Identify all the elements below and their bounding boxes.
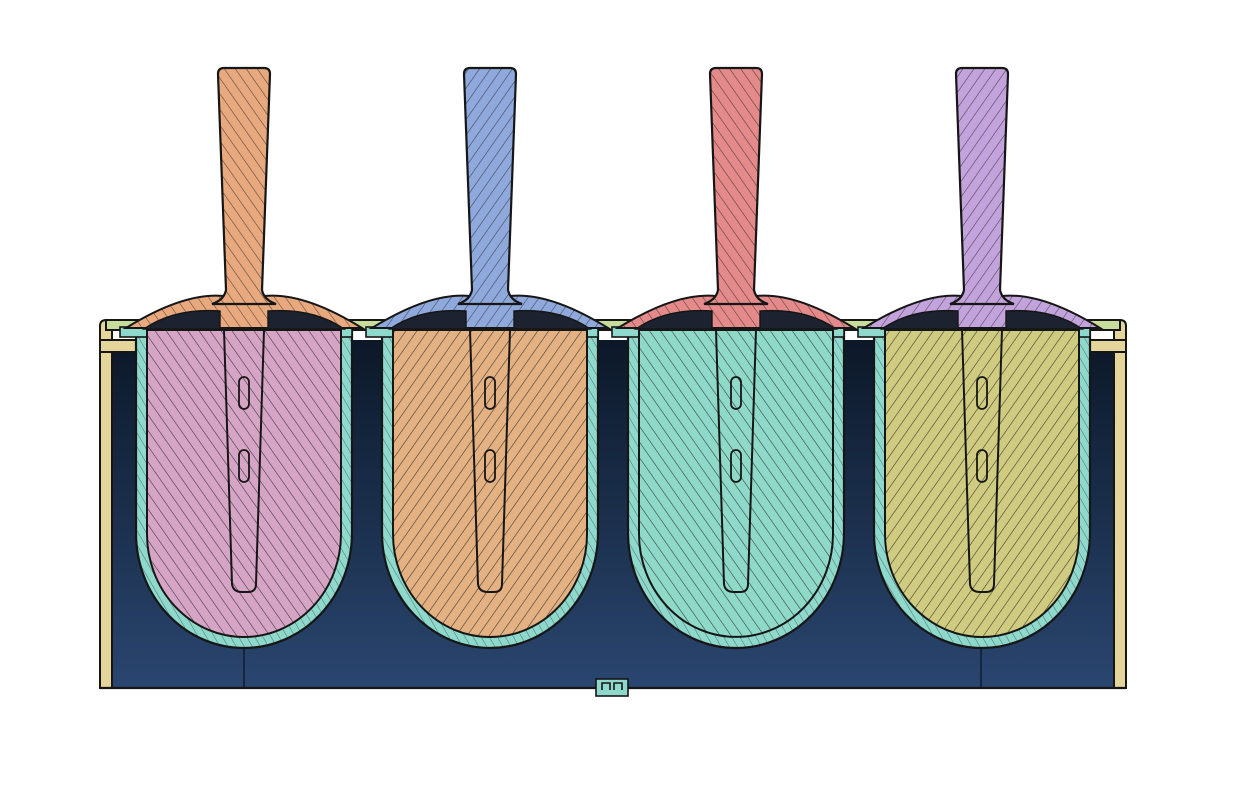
mold-3	[611, 66, 858, 650]
lid-cavity	[879, 309, 1085, 330]
embedded-stick	[223, 329, 265, 593]
grip-slot-1	[730, 376, 742, 410]
grip-slot-1	[976, 376, 988, 410]
grip-slot-1	[484, 376, 496, 410]
grip-slot-2	[238, 449, 250, 483]
bottom-connector-tab	[595, 678, 629, 697]
embedded-stick	[961, 329, 1003, 593]
lid-cavity	[387, 309, 593, 330]
lid-cavity	[633, 309, 839, 330]
mold-4	[857, 66, 1104, 650]
grip-slot-2	[730, 449, 742, 483]
tray-ledge-right	[1085, 339, 1127, 353]
grip-slot-1	[238, 376, 250, 410]
embedded-stick	[469, 329, 511, 593]
grip-slot-2	[484, 449, 496, 483]
molds	[119, 66, 1104, 650]
embedded-stick	[715, 329, 757, 593]
tray-ledge-left	[99, 339, 141, 353]
lid-cavity	[141, 309, 347, 330]
tray-wall-left	[99, 319, 113, 689]
mold-2	[365, 66, 612, 650]
grip-slot-2	[976, 449, 988, 483]
tray-wall-right	[1113, 319, 1127, 689]
mold-1	[119, 66, 366, 650]
